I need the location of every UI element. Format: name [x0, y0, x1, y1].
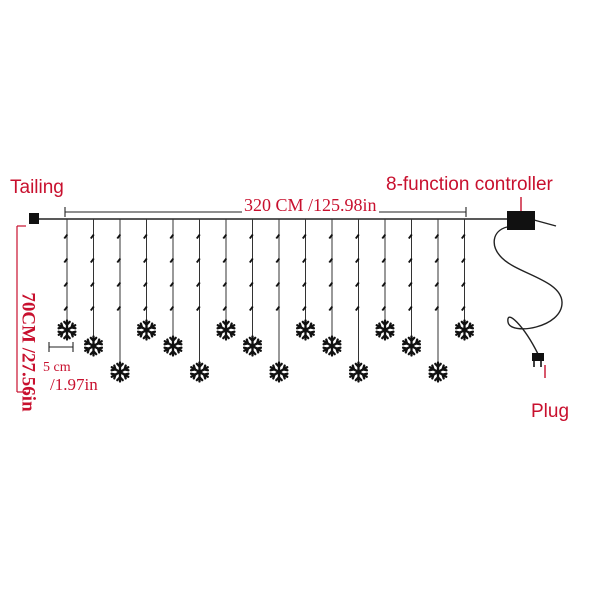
bulb-icon	[355, 282, 360, 287]
bulb-icon	[434, 282, 440, 287]
bulb-icon	[169, 234, 175, 239]
bulb-icon	[90, 282, 95, 287]
bulb-icon	[196, 306, 201, 311]
snowflake-icon	[136, 319, 157, 341]
bulb-icon	[328, 234, 334, 239]
bulb-icon	[169, 282, 175, 287]
bulb-icon	[275, 234, 281, 239]
bulb-icon	[116, 258, 122, 263]
bulb-icon	[381, 258, 387, 263]
bulb-icon	[116, 282, 122, 287]
bulb-icon	[222, 282, 228, 287]
snowflake-icon	[322, 335, 342, 357]
bulb-icon	[90, 258, 95, 263]
bulb-icon	[222, 306, 228, 311]
bulb-icon	[434, 306, 440, 311]
bulb-icon	[90, 234, 95, 239]
snowflake-icon	[401, 335, 422, 357]
bulb-icon	[275, 306, 281, 311]
bulb-icon	[408, 258, 413, 263]
controller-box-icon	[507, 211, 535, 230]
bulb-icon	[169, 258, 175, 263]
bulb-icon	[249, 234, 254, 239]
height-dimension-line	[16, 225, 26, 393]
bulb-icon	[302, 282, 307, 287]
bulb-icon	[169, 306, 175, 311]
light-strands	[63, 219, 466, 363]
end-cap-icon	[29, 213, 39, 224]
snowflake-icon	[428, 361, 448, 383]
bulb-icon	[222, 234, 228, 239]
bulb-icon	[249, 306, 254, 311]
bulb-icon	[328, 306, 334, 311]
controller-output-wire	[533, 219, 557, 227]
plug-icon	[532, 353, 546, 378]
bulb-icon	[63, 258, 69, 263]
bulb-icon	[408, 282, 413, 287]
bulb-icon	[90, 306, 95, 311]
bulb-icon	[461, 234, 466, 239]
snowflake-icon	[189, 361, 210, 383]
bulb-icon	[143, 282, 148, 287]
bulb-icon	[408, 234, 413, 239]
spacing-in-label: /1.97in	[50, 375, 98, 394]
bulb-icon	[461, 258, 466, 263]
bulb-icon	[143, 258, 148, 263]
controller-label: 8-function controller	[386, 174, 553, 195]
bulb-icon	[381, 306, 387, 311]
height-dimension-label: 70CM /27.56in	[17, 292, 39, 412]
bulb-icon	[302, 234, 307, 239]
bulb-icon	[302, 258, 307, 263]
tailing-label: Tailing	[10, 177, 64, 198]
power-cord	[493, 226, 563, 355]
bulb-icon	[328, 258, 334, 263]
snowflake-icon	[83, 335, 104, 357]
bulb-icon	[355, 258, 360, 263]
snowflake-icon	[242, 335, 263, 357]
snowflakes	[57, 319, 475, 383]
snowflake-icon	[216, 319, 236, 341]
bulb-icon	[222, 258, 228, 263]
bulb-icon	[328, 282, 334, 287]
plug-label: Plug	[531, 401, 570, 422]
snowflake-icon	[375, 319, 395, 341]
bulb-icon	[275, 282, 281, 287]
bulb-icon	[249, 258, 254, 263]
length-dimension-label: 320 CM /125.98in	[242, 195, 379, 215]
bulb-icon	[461, 282, 466, 287]
bulb-icon	[381, 282, 387, 287]
bulb-icon	[275, 258, 281, 263]
snowflake-icon	[454, 319, 475, 341]
bulb-icon	[116, 306, 122, 311]
bulb-icon	[355, 234, 360, 239]
bulb-icon	[143, 234, 148, 239]
bulb-icon	[196, 234, 201, 239]
bulb-icon	[461, 306, 466, 311]
bulb-icon	[408, 306, 413, 311]
snowflake-icon	[163, 335, 183, 357]
snowflake-icon	[57, 319, 77, 341]
bulb-icon	[434, 234, 440, 239]
snowflake-icon	[295, 319, 316, 341]
bulb-icon	[196, 258, 201, 263]
snowflake-icon	[269, 361, 289, 383]
snowflake-icon	[348, 361, 369, 383]
spacing-dimension-line	[48, 342, 74, 352]
bulb-icon	[63, 282, 69, 287]
bulb-icon	[63, 306, 69, 311]
snowflake-icon	[110, 361, 130, 383]
bulb-icon	[355, 306, 360, 311]
bulb-icon	[63, 234, 69, 239]
bulb-icon	[434, 258, 440, 263]
bulb-icon	[381, 234, 387, 239]
bulb-icon	[143, 306, 148, 311]
bulb-icon	[302, 306, 307, 311]
spacing-cm-label: 5 cm	[43, 360, 71, 375]
bulb-icon	[249, 282, 254, 287]
bulb-icon	[196, 282, 201, 287]
bulb-icon	[116, 234, 122, 239]
